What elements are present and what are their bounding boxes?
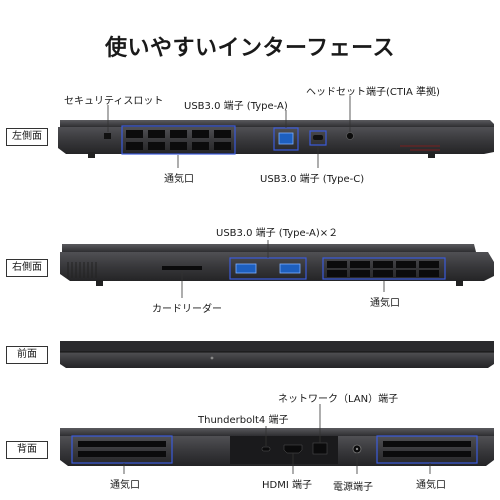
lan-port: [312, 442, 328, 455]
laptop-left-side: [58, 120, 494, 158]
label-security-slot: セキュリティスロット: [64, 96, 164, 107]
usb-a-port: [278, 132, 294, 145]
label-vent-left: 通気口: [164, 174, 194, 185]
label-vent-back-right: 通気口: [416, 480, 446, 491]
label-usb-a-left: USB3.0 端子 (Type-A): [184, 101, 288, 112]
card-reader-slot: [162, 266, 202, 270]
label-card-reader: カードリーダー: [152, 304, 222, 315]
usb-a-port-1: [235, 263, 257, 274]
side-label-left: 左側面: [6, 128, 48, 146]
label-vent-right: 通気口: [370, 298, 400, 309]
vent-highlight-right: [322, 257, 446, 280]
back-vent-highlight-right: [376, 435, 478, 464]
label-usb-c: USB3.0 端子 (Type-C): [260, 174, 365, 185]
laptop-front: [60, 341, 494, 368]
label-vent-back-left: 通気口: [110, 480, 140, 491]
label-lan: ネットワーク（LAN）端子: [278, 394, 399, 405]
usb-c-port: [313, 135, 323, 140]
vent-highlight-left: [121, 125, 236, 155]
page-title: 使いやすいインターフェース: [104, 36, 396, 61]
thunderbolt-port: [261, 446, 271, 452]
label-hdmi: HDMI 端子: [262, 480, 312, 491]
security-slot: [104, 133, 111, 139]
side-label-right: 右側面: [6, 259, 48, 277]
hdmi-port: [283, 444, 303, 454]
label-power: 電源端子: [333, 482, 373, 493]
label-thunderbolt: Thunderbolt4 端子: [198, 415, 289, 426]
back-vent-highlight-left: [71, 435, 173, 464]
label-headset: ヘッドセット端子(CTIA 準拠): [306, 87, 440, 98]
headset-jack: [346, 132, 354, 140]
usb-c-highlight: [309, 130, 327, 146]
label-usb-a-x2: USB3.0 端子 (Type-A)×２: [216, 228, 339, 239]
side-label-back: 背面: [6, 441, 48, 459]
side-label-front: 前面: [6, 346, 48, 364]
usb-a-port-2: [279, 263, 301, 274]
